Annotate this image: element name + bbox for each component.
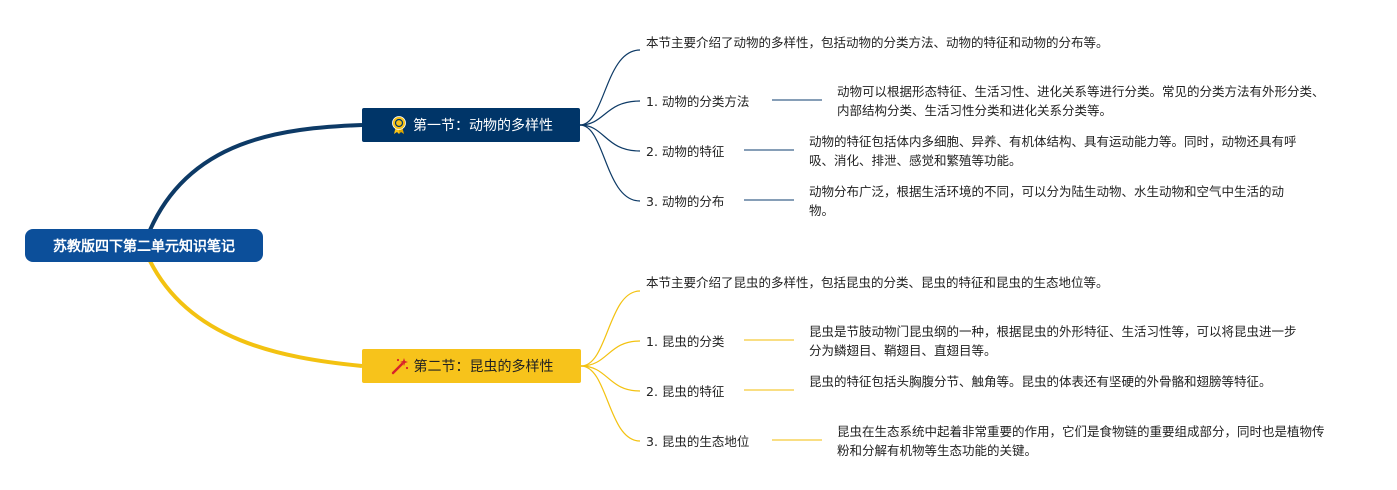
- link-s2-topic-3: [580, 365, 641, 442]
- section-2-node[interactable]: 第二节：昆虫的多样性: [362, 349, 581, 383]
- root-link-section-2: [148, 260, 363, 368]
- section-1-topic-2-label[interactable]: 2. 动物的特征: [646, 144, 725, 159]
- root-link-section-1: [148, 123, 363, 231]
- section-1-title: 第一节：动物的多样性: [413, 118, 553, 134]
- section-1-topic-1-detail: 动物可以根据形态特征、生活习性、进化关系等进行分类。常见的分类方法有外形分类、内…: [837, 84, 1325, 118]
- section-2-topic-3-label[interactable]: 3. 昆虫的生态地位: [646, 434, 750, 449]
- section-1-topic-3-detail: 动物分布广泛，根据生活环境的不同，可以分为陆生动物、水生动物和空气中生活的动物。: [809, 184, 1285, 218]
- root-title: 苏教版四下第二单元知识笔记: [53, 238, 235, 255]
- section-1-topic-1-label[interactable]: 1. 动物的分类方法: [646, 94, 750, 109]
- section-2-title: 第二节：昆虫的多样性: [413, 359, 554, 375]
- link-s1-topic-3: [579, 124, 641, 202]
- magic-wand-icon: [390, 356, 410, 376]
- section-1-summary: 本节主要介绍了动物的多样性，包括动物的分类方法、动物的特征和动物的分布等。: [646, 35, 1109, 50]
- section-2-topic-2-detail: 昆虫的特征包括头胸腹分节、触角等。昆虫的体表还有坚硬的外骨骼和翅膀等特征。: [809, 374, 1272, 389]
- section-2-summary: 本节主要介绍了昆虫的多样性，包括昆虫的分类、昆虫的特征和昆虫的生态地位等。: [646, 275, 1109, 290]
- section-2-topic-1-detail: 昆虫是节肢动物门昆虫纲的一种，根据昆虫的外形特征、生活习性等，可以将昆虫进一步分…: [809, 324, 1297, 358]
- section-2-topic-1-label[interactable]: 1. 昆虫的分类: [646, 334, 725, 349]
- section-1-topic-3-label[interactable]: 3. 动物的分布: [646, 194, 725, 209]
- link-s1-topic-2: [579, 124, 641, 152]
- link-s2-topic-1: [580, 340, 641, 367]
- link-s2-topic-2: [580, 365, 641, 392]
- link-s2-summary: [580, 290, 641, 367]
- section-2-topic-2-label[interactable]: 2. 昆虫的特征: [646, 384, 725, 399]
- root-node[interactable]: 苏教版四下第二单元知识笔记: [25, 229, 263, 262]
- link-s1-summary: [579, 49, 641, 126]
- section-1-topic-2-detail: 动物的特征包括体内多细胞、异养、有机体结构、具有运动能力等。同时，动物还具有呼吸…: [809, 134, 1297, 168]
- section-2-topic-3-detail: 昆虫在生态系统中起着非常重要的作用，它们是食物链的重要组成部分，同时也是植物传粉…: [837, 424, 1325, 458]
- ribbon-medal-icon: [389, 115, 409, 135]
- section-1-node[interactable]: 第一节：动物的多样性: [362, 108, 580, 142]
- link-s1-topic-1: [579, 100, 641, 126]
